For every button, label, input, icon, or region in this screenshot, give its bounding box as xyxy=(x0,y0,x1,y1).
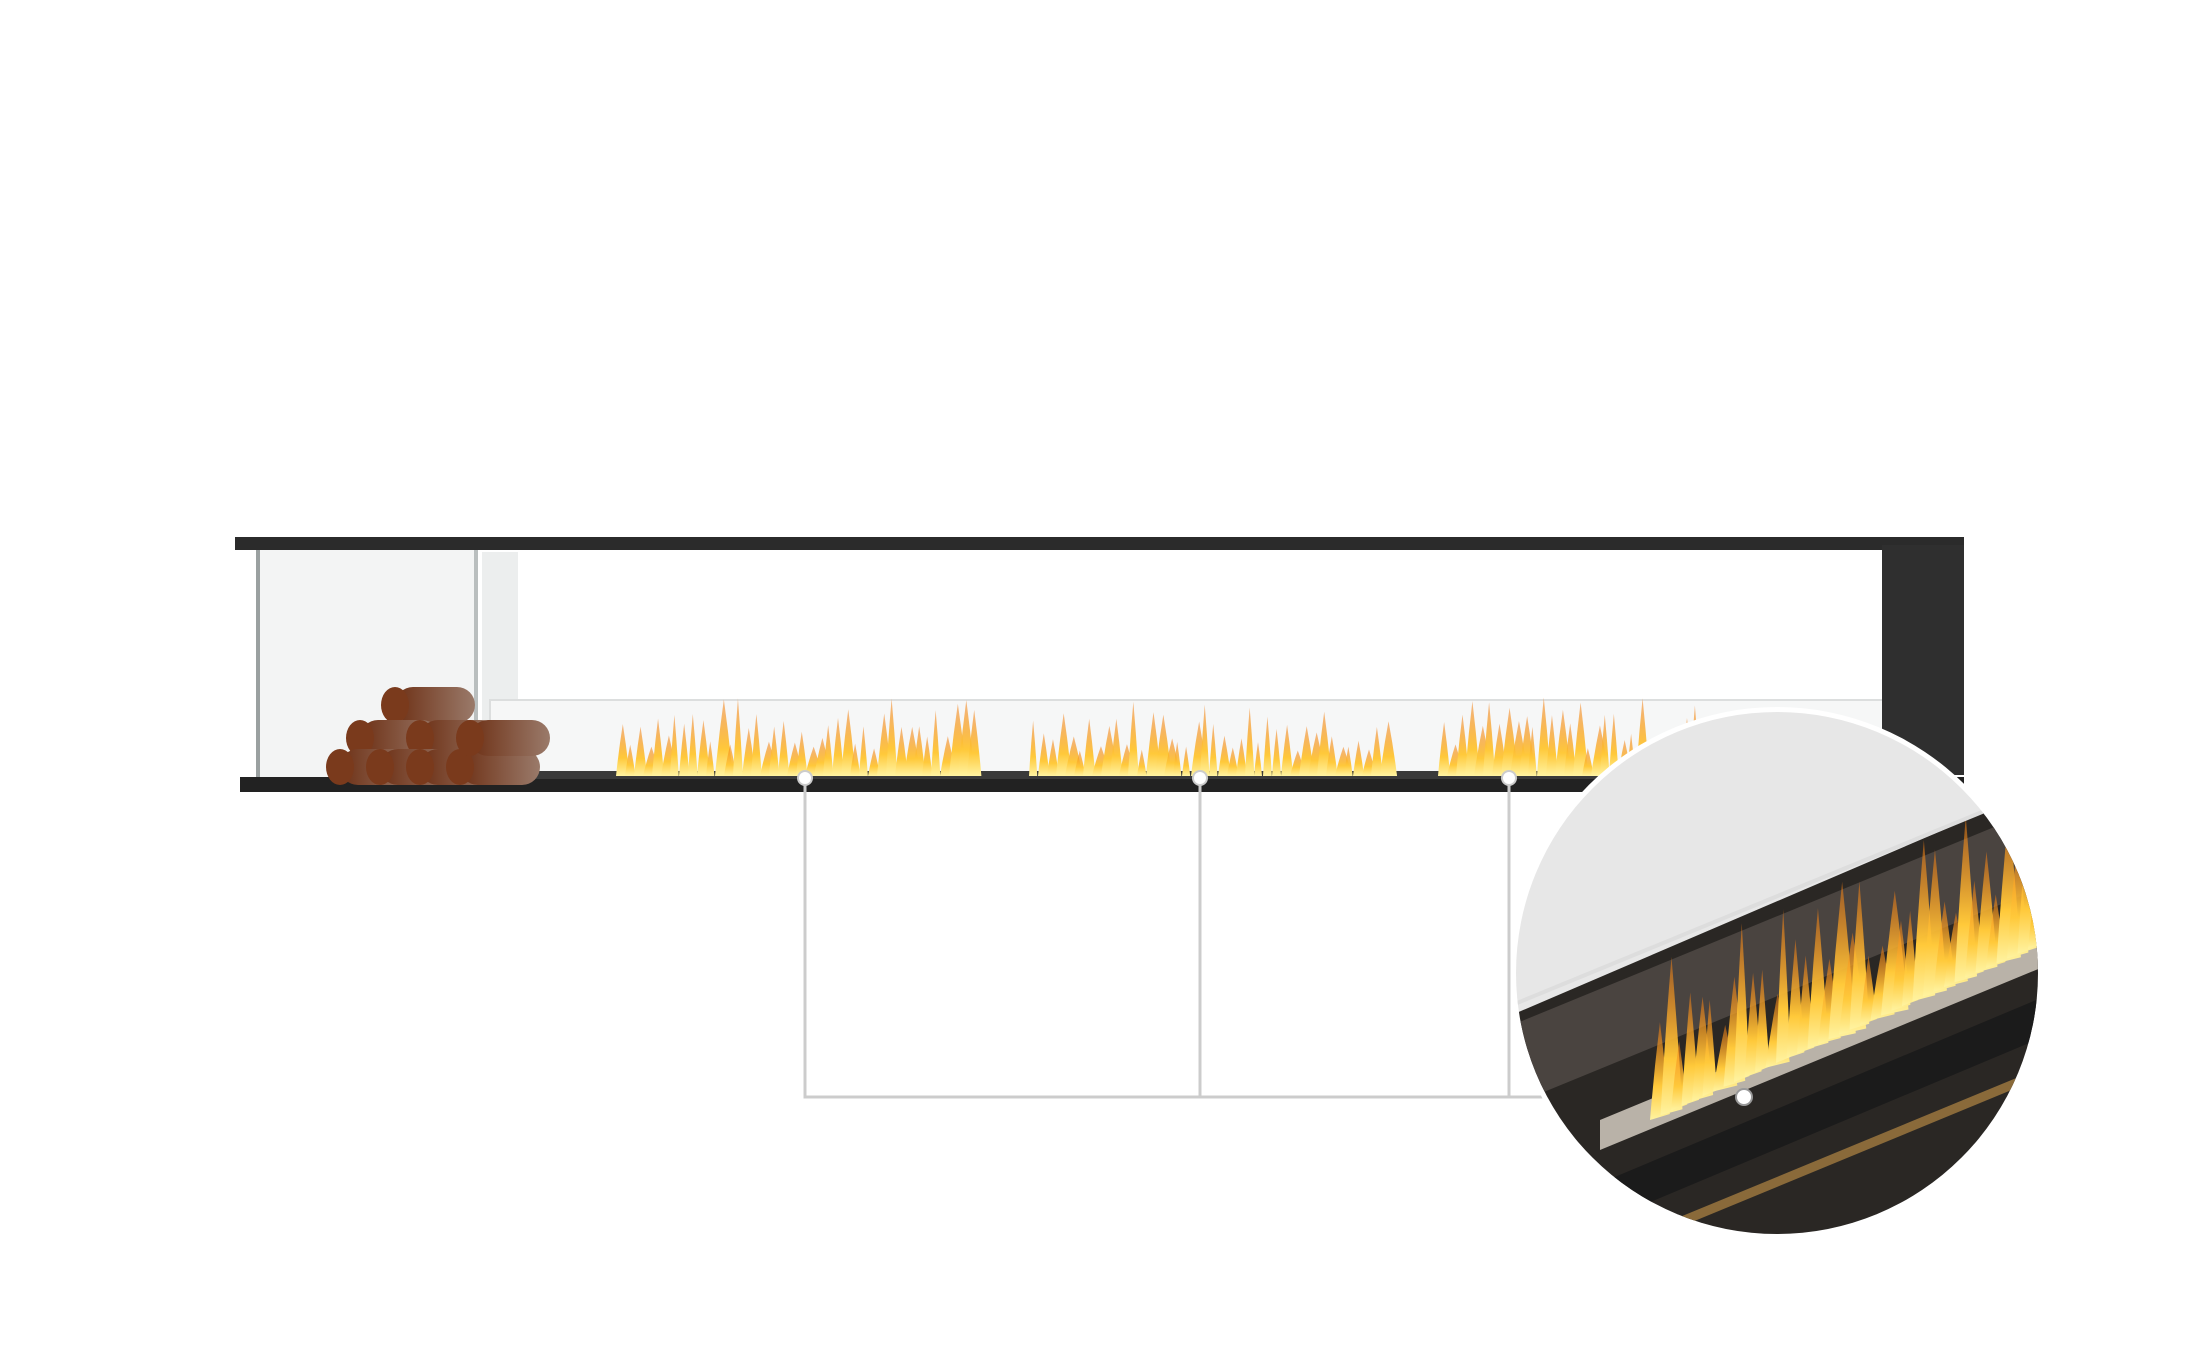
log-end xyxy=(406,720,434,756)
flame xyxy=(1263,716,1272,776)
log-end xyxy=(446,749,474,785)
flame xyxy=(1776,909,1791,1063)
flame xyxy=(1128,701,1139,776)
flame xyxy=(1245,707,1255,776)
flame xyxy=(1029,720,1038,776)
log-stack xyxy=(326,687,550,785)
burner-callout-dot-detail xyxy=(1735,1088,1753,1106)
glass-divider xyxy=(474,550,478,778)
flame xyxy=(652,718,665,776)
flame xyxy=(1564,723,1577,776)
flame xyxy=(1573,702,1589,776)
flame xyxy=(796,731,808,776)
flame xyxy=(616,724,630,776)
log-end xyxy=(456,720,484,756)
flame xyxy=(625,744,636,776)
log xyxy=(470,720,550,756)
burner-callout-dot-2 xyxy=(1192,770,1208,786)
flame xyxy=(1209,723,1218,776)
log-end xyxy=(366,749,394,785)
flame xyxy=(1236,738,1247,776)
flame xyxy=(769,726,780,776)
flame xyxy=(1600,714,1610,776)
bottom-frame xyxy=(240,777,1964,792)
top-frame xyxy=(235,537,1964,550)
flame xyxy=(1380,721,1398,776)
flame xyxy=(1465,701,1480,776)
flame xyxy=(724,744,737,776)
flame xyxy=(778,720,790,776)
flame xyxy=(1755,969,1770,1073)
flame xyxy=(1083,718,1096,776)
flame xyxy=(1218,735,1231,776)
flame xyxy=(1609,713,1619,776)
glass-left-edge xyxy=(256,550,260,778)
flame xyxy=(1734,922,1750,1082)
flame xyxy=(841,709,856,776)
flame xyxy=(832,717,845,776)
flame xyxy=(733,698,743,776)
flame xyxy=(1702,999,1717,1097)
flame xyxy=(886,698,898,776)
flame xyxy=(922,736,933,776)
flame xyxy=(1528,726,1537,776)
flame xyxy=(1182,746,1191,776)
flame xyxy=(967,709,982,776)
flame xyxy=(1537,697,1551,776)
burner-callout-dot-1 xyxy=(797,770,813,786)
flame xyxy=(2049,797,2076,940)
flame xyxy=(913,726,926,776)
flame xyxy=(634,726,648,776)
flame xyxy=(1456,714,1469,776)
flame xyxy=(679,723,690,776)
log-end xyxy=(326,749,354,785)
flame xyxy=(1074,750,1086,776)
flame xyxy=(1254,741,1263,776)
flame xyxy=(1281,724,1294,776)
flame xyxy=(1173,741,1182,776)
flame xyxy=(850,743,861,776)
flame xyxy=(1227,747,1239,776)
log-end xyxy=(406,749,434,785)
flame xyxy=(706,741,715,776)
flame xyxy=(2039,843,2066,945)
log xyxy=(460,749,540,785)
flame xyxy=(1047,739,1059,776)
flame xyxy=(1137,749,1147,776)
flame xyxy=(823,725,834,776)
flame xyxy=(670,714,679,776)
flame xyxy=(688,714,698,776)
flame xyxy=(859,726,868,776)
flame xyxy=(868,748,881,776)
log-end xyxy=(381,687,409,723)
flame xyxy=(2060,825,2086,934)
flame xyxy=(931,710,941,776)
flame xyxy=(1272,728,1282,776)
flame xyxy=(1110,718,1123,776)
burner-callout-dot-3 xyxy=(1501,770,1517,786)
flame xyxy=(1344,746,1353,776)
log xyxy=(395,687,475,723)
flame xyxy=(1200,704,1210,776)
burner-detail-magnifier xyxy=(1511,707,2086,1239)
callout-lines xyxy=(803,778,1744,1099)
flame xyxy=(1056,713,1072,776)
flame xyxy=(1371,726,1383,776)
log-end xyxy=(346,720,374,756)
flame xyxy=(697,720,710,776)
flame xyxy=(1353,740,1365,776)
flame xyxy=(1582,748,1594,776)
flame xyxy=(1317,711,1332,776)
flame xyxy=(751,714,762,776)
flame xyxy=(895,726,908,776)
flame xyxy=(1326,736,1338,776)
flame xyxy=(1438,721,1451,776)
flame xyxy=(1483,702,1496,776)
flame xyxy=(1546,715,1558,776)
flame xyxy=(1038,733,1050,776)
